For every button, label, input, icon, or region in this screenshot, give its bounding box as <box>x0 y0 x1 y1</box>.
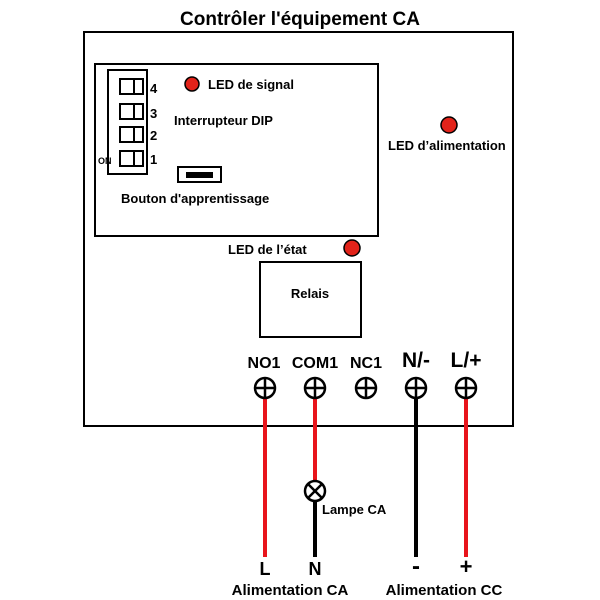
terminal-nc1-screw-icon[interactable] <box>354 376 378 400</box>
dc-power-label: Alimentation CC <box>386 582 503 599</box>
terminal-no1-screw-icon[interactable] <box>253 376 277 400</box>
receiver-module-box <box>94 63 379 237</box>
status-led <box>343 239 361 257</box>
relay-box <box>259 261 362 338</box>
learn-button[interactable] <box>177 166 222 183</box>
dip-number-4: 4 <box>150 81 158 96</box>
dip-switch-slot-3[interactable] <box>119 103 144 120</box>
dip-number-3: 3 <box>150 106 157 121</box>
status-led-label: LED de l’état <box>228 242 307 257</box>
lamp-icon <box>303 479 327 503</box>
signal-led <box>184 76 200 92</box>
diagram-title: Contrôler l'équipement CA <box>180 9 420 30</box>
dip-number-1: 1 <box>150 152 157 167</box>
learn-button-label: Bouton d'apprentissage <box>121 191 269 206</box>
ac-power-label: Alimentation CA <box>232 582 349 599</box>
lamp-label: Lampe CA <box>322 502 387 517</box>
dip-switch-slot-4[interactable] <box>119 78 144 95</box>
dip-switch-slot-1[interactable] <box>119 150 144 167</box>
wire-end-n: N <box>309 559 322 579</box>
terminal-label-nc1: NC1 <box>350 355 382 372</box>
power-led <box>440 116 458 134</box>
terminal-com1-screw-icon[interactable] <box>303 376 327 400</box>
terminal-n-minus-screw-icon[interactable] <box>404 376 428 400</box>
dip-on-label: ON <box>98 156 112 166</box>
power-led-label: LED d’alimentation <box>388 138 506 153</box>
terminal-label-no1: NO1 <box>248 355 281 372</box>
dip-switch-frame <box>107 69 148 175</box>
dip-number-2: 2 <box>150 128 157 143</box>
wire-end-l: L <box>260 559 271 579</box>
dip-switch-slot-2[interactable] <box>119 126 144 143</box>
wire-end-plus: + <box>460 554 473 579</box>
terminal-label-l-plus: L/+ <box>451 349 482 372</box>
wire-end-minus: - <box>412 553 420 580</box>
relay-label: Relais <box>291 286 329 301</box>
terminal-label-n-minus: N/- <box>402 349 430 372</box>
controller-box <box>83 31 514 427</box>
dip-switch[interactable] <box>107 69 148 175</box>
terminal-l-plus-screw-icon[interactable] <box>454 376 478 400</box>
dip-switch-label: Interrupteur DIP <box>174 113 273 128</box>
signal-led-label: LED de signal <box>208 77 294 92</box>
terminal-label-com1: COM1 <box>292 355 338 372</box>
